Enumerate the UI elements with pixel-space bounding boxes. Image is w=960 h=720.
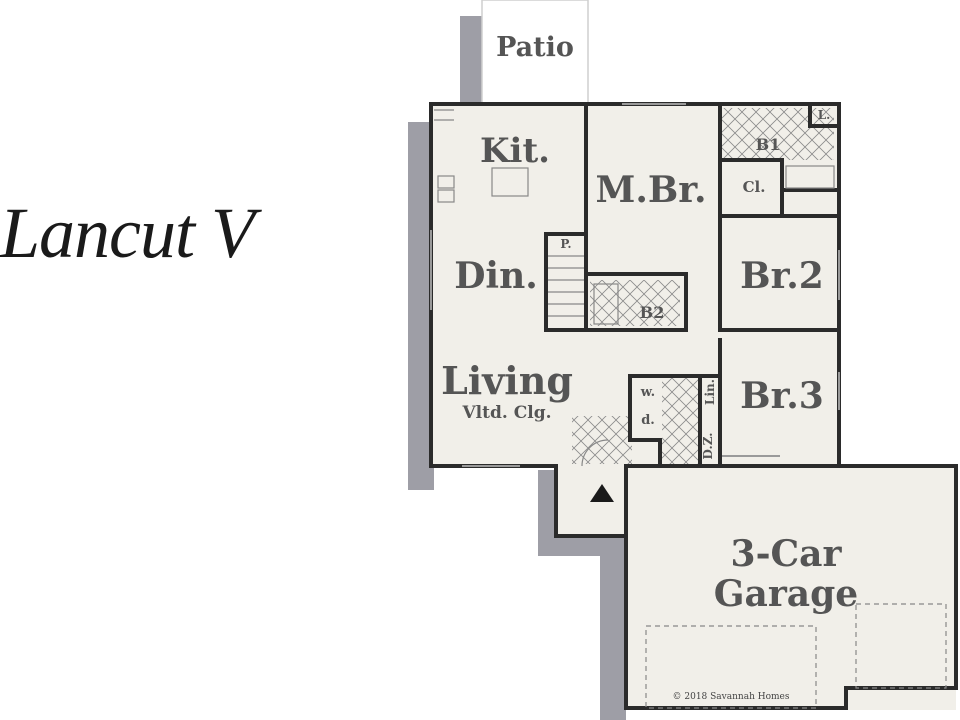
tile-floors <box>572 108 834 464</box>
master-bedroom-label: M.Br. <box>595 169 706 211</box>
kitchen-label: Kit. <box>480 131 550 171</box>
entry-arrow-icon <box>590 484 614 502</box>
windows <box>430 103 840 467</box>
garage-label-line1: 3-Car <box>731 533 843 575</box>
bedroom2-label: Br.2 <box>740 255 824 297</box>
linen1-label: L. <box>818 108 831 122</box>
bath2-label: B2 <box>640 303 665 322</box>
washer-label: w. <box>640 385 655 400</box>
fixtures <box>434 109 947 709</box>
closet-label: Cl. <box>743 178 766 196</box>
bath1-label: B1 <box>756 135 781 154</box>
bedroom3-label: Br.3 <box>740 375 824 417</box>
linen2-label: Lin. <box>703 379 717 405</box>
living-note-label: Vltd. Clg. <box>461 403 551 423</box>
living-label: Living <box>441 358 573 403</box>
dryer-label: d. <box>641 413 655 428</box>
copyright-label: © 2018 Savannah Homes <box>673 692 790 702</box>
dining-label: Din. <box>454 255 538 297</box>
pantry-label: P. <box>560 237 571 251</box>
patio-label: Patio <box>496 32 574 63</box>
plan-title: Lancut V <box>0 193 255 273</box>
house-floor <box>431 104 956 710</box>
garage-label-line2: Garage <box>714 573 858 615</box>
dz-label: D.Z. <box>701 433 715 460</box>
